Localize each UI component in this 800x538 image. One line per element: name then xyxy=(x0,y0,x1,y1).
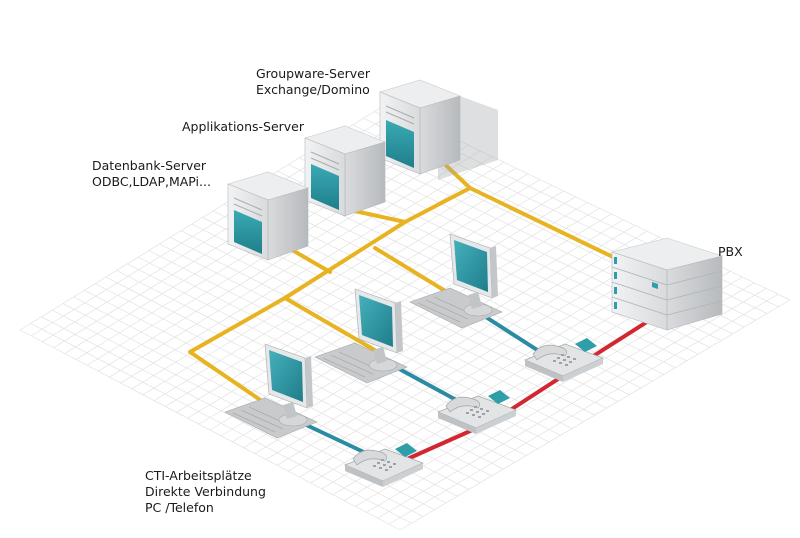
grid-line xyxy=(127,263,515,463)
cti-label: CTI-Arbeitsplätze Direkte Verbindung PC … xyxy=(145,468,266,516)
handset xyxy=(532,344,567,361)
phone-pbx-lines xyxy=(403,318,652,462)
grid-line xyxy=(265,230,648,460)
pc2-link xyxy=(283,296,380,354)
pc3-phone-link xyxy=(476,310,547,357)
datenbank-label-line2: ODBC,LDAP,MAPi... xyxy=(92,174,211,189)
applikation-label-line1: Applikations-Server xyxy=(182,119,305,134)
phone-display xyxy=(575,338,597,352)
cti-label-line3: PC /Telefon xyxy=(145,500,214,515)
datenbank-label-line1: Datenbank-Server xyxy=(92,158,207,173)
keyboard xyxy=(314,342,408,384)
connection-lines xyxy=(188,153,652,462)
datenbank-server-label: Datenbank-Server ODBC,LDAP,MAPi... xyxy=(92,158,211,190)
monitor-screen xyxy=(269,350,303,402)
pc1-phone-link xyxy=(298,420,372,457)
phone-display xyxy=(488,390,510,404)
phones xyxy=(344,338,604,487)
grid-line xyxy=(288,242,672,472)
pbx-label-line1: PBX xyxy=(718,244,743,259)
grid-line xyxy=(19,329,401,531)
handset xyxy=(445,396,480,413)
groupware-label-line1: Groupware-Server xyxy=(256,66,370,81)
pc2-phone-link xyxy=(390,363,462,404)
monitor-screen xyxy=(454,240,488,292)
grid-line xyxy=(243,219,624,448)
grid-line xyxy=(276,236,660,466)
cti-label-line2: Direkte Verbindung xyxy=(145,484,266,499)
monitor-screen xyxy=(359,295,393,347)
groupware-label-line2: Exchange/Domino xyxy=(256,82,370,97)
groupware-server[interactable] xyxy=(379,79,498,180)
pc-workstations xyxy=(224,233,503,439)
pc-workstation-2[interactable] xyxy=(314,288,408,384)
datenbank-server[interactable] xyxy=(227,171,309,261)
pc-workstation-3[interactable] xyxy=(409,233,503,329)
grid-line xyxy=(30,323,412,524)
handset xyxy=(352,449,387,466)
pbx-unit[interactable] xyxy=(610,237,724,331)
phone-display xyxy=(395,443,417,457)
phones-to-pbx-line xyxy=(403,318,652,462)
applikation-server-label: Applikations-Server xyxy=(182,119,304,135)
applikation-server[interactable] xyxy=(304,125,386,217)
grid-line xyxy=(388,293,779,525)
pc-workstation-1[interactable] xyxy=(224,343,318,439)
cti-label-line1: CTI-Arbeitsplätze xyxy=(145,468,252,483)
pc-phone-lines xyxy=(298,310,547,457)
phone-3[interactable] xyxy=(524,338,604,382)
grid-line xyxy=(399,299,791,531)
pbx-label: PBX xyxy=(718,244,743,260)
keyboard xyxy=(224,397,318,439)
groupware-server-label: Groupware-Server Exchange/Domino xyxy=(256,66,370,98)
grid-line xyxy=(377,288,767,519)
phone-2[interactable] xyxy=(437,390,517,434)
phone-1[interactable] xyxy=(344,443,424,487)
keyboard xyxy=(409,287,503,329)
grid-line xyxy=(254,225,636,454)
applikation-server-link xyxy=(348,208,407,224)
grid-line xyxy=(41,316,424,517)
